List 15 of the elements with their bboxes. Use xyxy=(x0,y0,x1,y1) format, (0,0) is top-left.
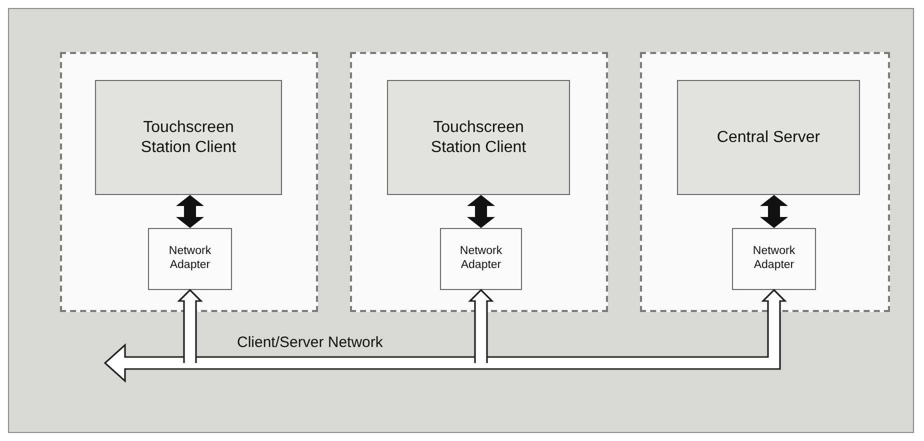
dashed-group-box xyxy=(60,52,318,312)
adapter-box: Network Adapter xyxy=(440,228,522,290)
component-box: Touchscreen Station Client xyxy=(387,80,570,195)
component-box: Touchscreen Station Client xyxy=(95,80,282,195)
component-box: Central Server xyxy=(677,80,860,195)
hollow-arrow xyxy=(177,288,203,364)
double-arrow xyxy=(760,195,788,228)
adapter-box: Network Adapter xyxy=(732,228,816,290)
adapter-box: Network Adapter xyxy=(148,228,232,290)
dashed-group-box xyxy=(350,52,608,312)
dashed-group-box xyxy=(640,52,890,312)
double-arrow xyxy=(176,195,204,228)
double-arrow xyxy=(467,195,495,228)
hollow-arrow xyxy=(468,288,494,364)
hollow-arrow xyxy=(104,288,787,383)
